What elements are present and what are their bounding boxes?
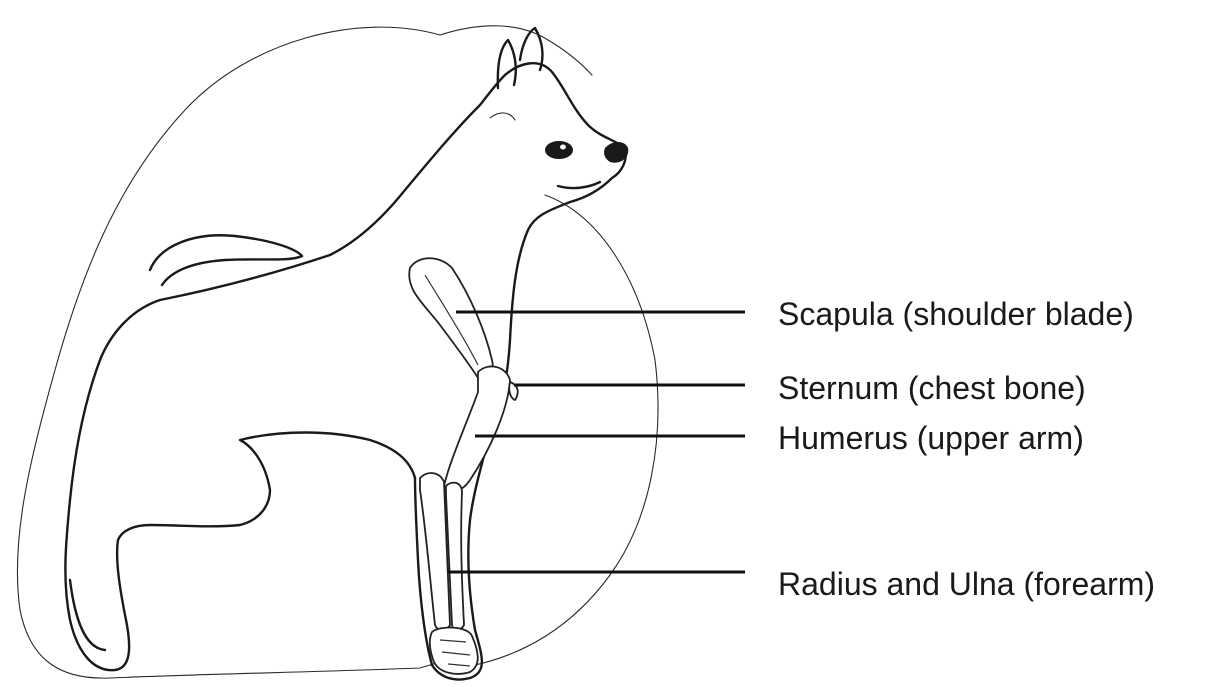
scapula-label: Scapula (shoulder blade): [778, 298, 1134, 330]
sternum-label: Sternum (chest bone): [778, 372, 1086, 404]
humerus-bone: [444, 366, 510, 491]
paw-bones: [430, 627, 478, 673]
skeleton: [409, 258, 518, 674]
humerus-label: Humerus (upper arm): [778, 422, 1084, 454]
radius-ulna-label: Radius and Ulna (forearm): [778, 568, 1155, 600]
coat-outline: [17, 26, 658, 678]
dog-body-outline: [65, 28, 628, 679]
eye-icon: [545, 141, 573, 159]
leader-lines: [448, 312, 745, 572]
